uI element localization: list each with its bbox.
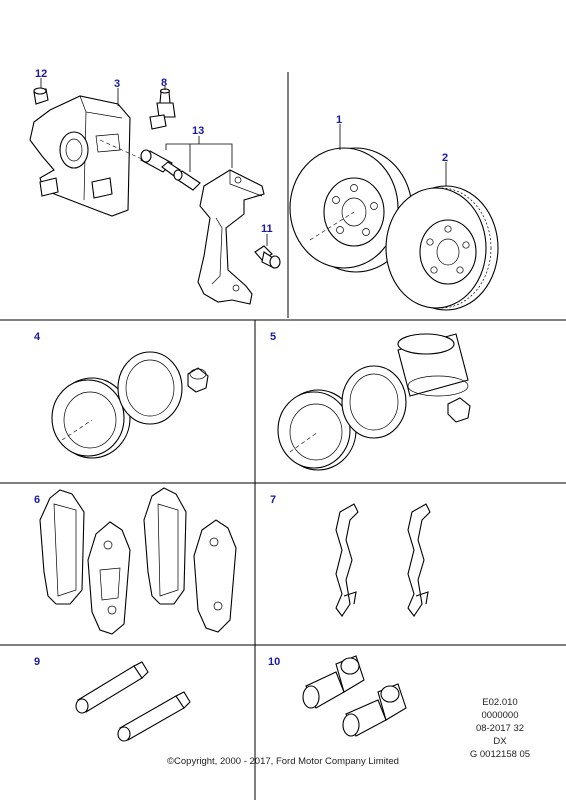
bolt-11-drawing	[254, 234, 281, 269]
callout-1: 1	[336, 114, 342, 126]
callout-5: 5	[270, 331, 276, 343]
seal-kit-4-drawing	[51, 351, 209, 459]
piston-kit-5-drawing	[277, 333, 471, 471]
reference-line-4: DX	[493, 736, 507, 747]
reference-line-2: 0000000	[481, 710, 519, 721]
section-grid	[0, 72, 566, 800]
callout-3: 3	[114, 78, 120, 90]
vented-disc-2-drawing	[385, 162, 499, 311]
callout-9: 9	[34, 656, 40, 668]
reference-line-3: 08-2017 32	[475, 723, 525, 734]
bleed-screw-8-drawing	[149, 86, 176, 130]
callout-12: 12	[35, 68, 47, 80]
callout-6: 6	[34, 494, 40, 506]
callouts: 12 3 8 13 11 1 2 4 5 6 7 9 10	[34, 68, 448, 668]
brake-disc-1-drawing	[289, 124, 413, 273]
guide-pins-13-drawing	[140, 136, 233, 191]
brake-pads-6-drawing	[39, 487, 237, 635]
guide-pins-9-drawing	[75, 661, 191, 742]
callout-13: 13	[192, 125, 204, 137]
callout-7: 7	[270, 494, 276, 506]
caliper-housing-3-drawing	[29, 88, 145, 217]
callout-10: 10	[268, 656, 280, 668]
clips-7-drawing	[335, 503, 431, 617]
callout-4: 4	[34, 331, 41, 343]
bushes-10-drawing	[302, 655, 407, 737]
reference-line-5: G 0012158 05	[469, 749, 531, 760]
callout-8: 8	[161, 77, 167, 89]
copyright-notice: ©Copyright, 2000 - 2017, Ford Motor Comp…	[167, 756, 399, 767]
callout-2: 2	[442, 152, 448, 164]
callout-11: 11	[261, 223, 273, 235]
reference-line-1: E02.010	[482, 697, 518, 708]
cap-12-drawing	[33, 78, 49, 105]
anchor-bracket-drawing	[197, 169, 265, 305]
